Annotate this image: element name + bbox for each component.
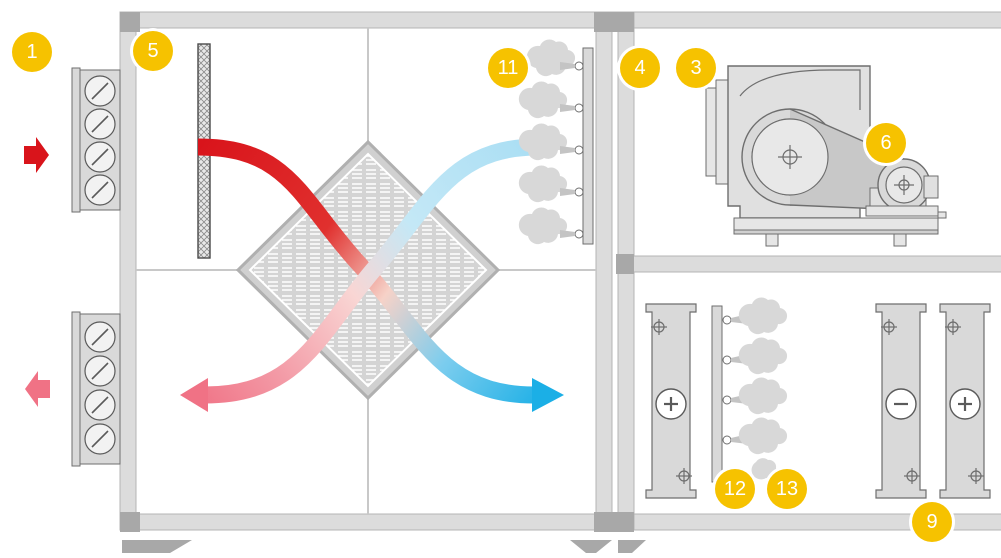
minus-symbol-icon [885, 388, 917, 420]
humidifier-lower [711, 297, 788, 483]
humidifier-upper [518, 39, 594, 245]
badge-12: 12 [715, 469, 755, 509]
outlet-damper [71, 311, 121, 467]
heating-coil-1 [645, 303, 697, 499]
unit-frame [119, 11, 1001, 553]
fresh-air-arrow-icon [24, 137, 49, 173]
supply-air-stream [197, 138, 535, 404]
motor-crosshair-icon [894, 175, 914, 195]
plus-symbol-icon [655, 388, 687, 420]
exhaust-air-arrow-icon [180, 378, 208, 412]
badge-6: 6 [866, 123, 906, 163]
fan-crosshair-icon [778, 145, 802, 169]
inlet-damper [71, 67, 121, 213]
air-streams [180, 138, 564, 412]
badge-5: 5 [133, 31, 173, 71]
plus-symbol-icon [949, 388, 981, 420]
exhaust-air-stream [204, 138, 539, 404]
exhaust-air-arrow-icon [25, 371, 50, 407]
cooling-coil [875, 303, 927, 499]
heating-coil-2 [939, 303, 991, 499]
badge-4: 4 [620, 48, 660, 88]
badge-13: 13 [767, 469, 807, 509]
supply-air-arrow-icon [532, 378, 564, 412]
badge-3: 3 [676, 48, 716, 88]
badge-9: 9 [912, 502, 952, 542]
badge-11: 11 [488, 48, 528, 88]
badge-1: 1 [12, 32, 52, 72]
fan-unit [705, 65, 947, 247]
